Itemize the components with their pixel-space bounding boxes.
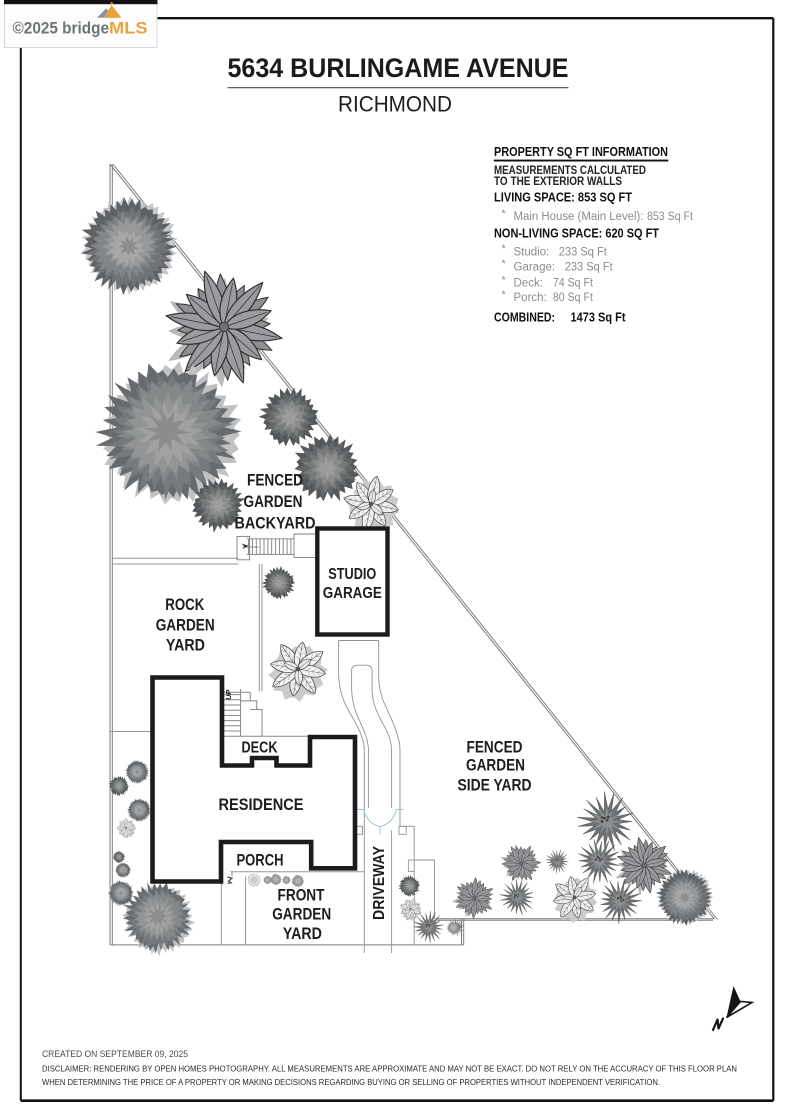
svg-text:MLS: MLS: [109, 19, 148, 38]
svg-text:FENCED: FENCED: [467, 738, 523, 756]
svg-text:©2025 bridge: ©2025 bridge: [13, 19, 110, 38]
svg-text:PORCH: PORCH: [237, 851, 284, 869]
svg-text:GARDEN: GARDEN: [272, 906, 331, 924]
svg-text:*: *: [502, 289, 507, 301]
svg-text:RESIDENCE: RESIDENCE: [219, 796, 304, 814]
svg-text:LIVING SPACE: 853 SQ FT: LIVING SPACE: 853 SQ FT: [494, 190, 632, 205]
svg-text:GARDEN: GARDEN: [156, 616, 215, 634]
svg-text:233 Sq Ft: 233 Sq Ft: [559, 246, 608, 258]
svg-text:CREATED ON SEPTEMBER 09, 2025: CREATED ON SEPTEMBER 09, 2025: [42, 1049, 188, 1059]
svg-text:Main House (Main Level):: Main House (Main Level):: [514, 211, 644, 223]
svg-text:853 Sq Ft: 853 Sq Ft: [647, 211, 694, 223]
svg-text:COMBINED:: COMBINED:: [494, 309, 555, 324]
svg-text:1473 Sq Ft: 1473 Sq Ft: [571, 310, 627, 324]
svg-text:UP: UP: [224, 689, 233, 700]
svg-text:MEASUREMENTS CALCULATED: MEASUREMENTS CALCULATED: [494, 163, 646, 177]
svg-text:DECK: DECK: [242, 740, 278, 757]
svg-text:GARDEN: GARDEN: [244, 493, 303, 511]
svg-text:Garage:: Garage:: [514, 262, 556, 274]
svg-text:Studio:: Studio:: [514, 246, 550, 258]
svg-text:*: *: [502, 258, 507, 270]
svg-text:74 Sq Ft: 74 Sq Ft: [553, 278, 594, 290]
svg-text:GARAGE: GARAGE: [323, 585, 382, 602]
svg-text:DISCLAIMER: RENDERING BY OPEN: DISCLAIMER: RENDERING BY OPEN HOMES PHOT…: [42, 1064, 737, 1074]
svg-text:WHEN DETERMINING THE PRICE OF: WHEN DETERMINING THE PRICE OF A PROPERTY…: [42, 1077, 660, 1087]
svg-text:FRONT: FRONT: [278, 887, 325, 905]
svg-text:NON-LIVING SPACE: 620 SQ FT: NON-LIVING SPACE: 620 SQ FT: [494, 225, 659, 240]
svg-text:GARDEN: GARDEN: [466, 757, 525, 775]
svg-text:5634 BURLINGAME AVENUE: 5634 BURLINGAME AVENUE: [228, 53, 569, 83]
svg-text:ROCK: ROCK: [165, 596, 204, 614]
svg-text:RICHMOND: RICHMOND: [338, 92, 452, 117]
svg-text:PROPERTY SQ FT INFORMATION: PROPERTY SQ FT INFORMATION: [494, 144, 668, 159]
svg-text:Porch:: Porch:: [514, 292, 547, 304]
svg-text:STUDIO: STUDIO: [328, 566, 376, 583]
svg-text:*: *: [502, 274, 507, 286]
svg-text:FENCED: FENCED: [247, 472, 303, 490]
svg-text:BACKYARD: BACKYARD: [235, 514, 316, 532]
svg-text:SIDE YARD: SIDE YARD: [458, 776, 532, 794]
svg-text:YARD: YARD: [283, 925, 322, 943]
svg-text:Deck:: Deck:: [514, 278, 543, 290]
svg-text:233 Sq Ft: 233 Sq Ft: [565, 262, 614, 274]
svg-text:*: *: [502, 243, 507, 255]
svg-text:80 Sq Ft: 80 Sq Ft: [553, 292, 594, 304]
svg-text:TO THE EXTERIOR WALLS: TO THE EXTERIOR WALLS: [494, 174, 622, 188]
svg-text:DRIVEWAY: DRIVEWAY: [371, 846, 388, 920]
svg-text:*: *: [502, 208, 507, 220]
svg-text:YARD: YARD: [166, 637, 205, 655]
